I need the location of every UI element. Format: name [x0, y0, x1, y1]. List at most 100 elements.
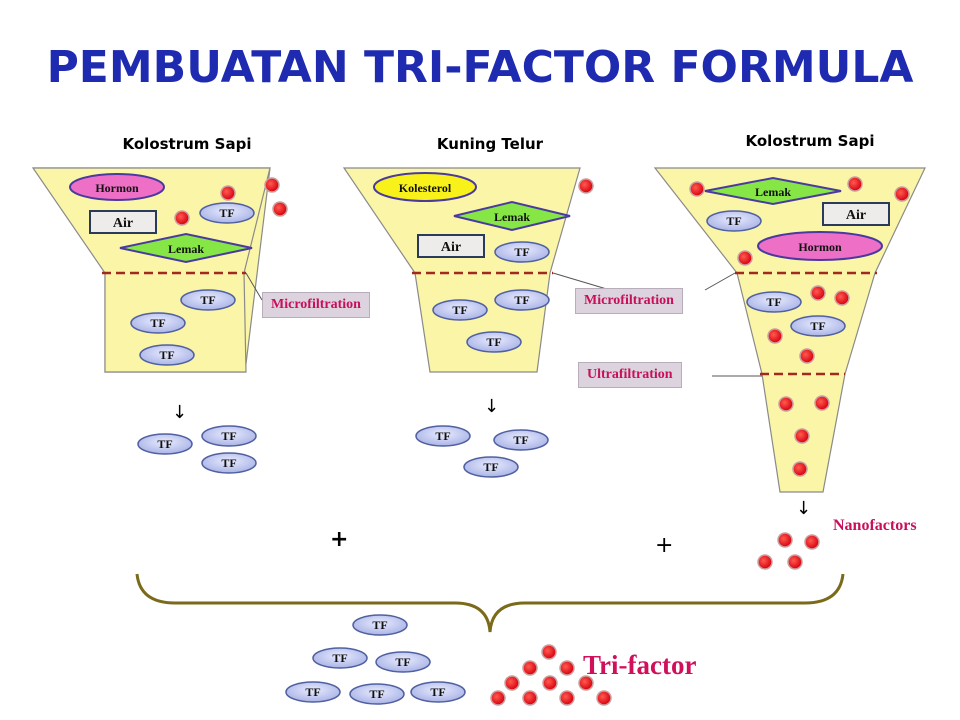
nanofactor-dot: [777, 532, 793, 548]
svg-text:TF: TF: [395, 655, 410, 669]
lemak-diamond-1: Lemak: [119, 232, 253, 264]
svg-text:TF: TF: [305, 685, 320, 699]
column-label-kuning-telur: Kuning Telur: [436, 135, 544, 153]
nanofactor-dot: [264, 177, 280, 193]
tf-molecule: TF: [349, 683, 405, 705]
tf-molecule: TF: [415, 425, 471, 447]
nanofactor-dot: [787, 554, 803, 570]
plus-sign-2: +: [655, 533, 674, 558]
svg-text:TF: TF: [200, 293, 215, 307]
tf-molecule: TF: [375, 651, 431, 673]
tf-molecule: TF: [410, 681, 466, 703]
down-arrow-icon: ↓: [484, 396, 500, 417]
nanofactor-dot: [522, 690, 538, 706]
tf-molecule: TF: [137, 433, 193, 455]
tf-molecule: TF: [746, 291, 802, 313]
tf-molecule: TF: [139, 344, 195, 366]
nanofactor-dots: [174, 176, 910, 706]
nanofactor-dot: [737, 250, 753, 266]
svg-text:TF: TF: [486, 335, 501, 349]
nanofactor-dot: [799, 348, 815, 364]
nanofactor-dot: [559, 660, 575, 676]
microfiltration-label-1: Microfiltration: [262, 292, 370, 318]
svg-text:TF: TF: [483, 460, 498, 474]
nanofactor-dot: [272, 201, 288, 217]
tf-molecule: TF: [466, 331, 522, 353]
svg-text:TF: TF: [150, 316, 165, 330]
svg-text:Lemak: Lemak: [494, 210, 530, 224]
nanofactor-dot: [804, 534, 820, 550]
tf-molecule: TF: [494, 241, 550, 263]
nanofactor-dot: [794, 428, 810, 444]
svg-text:Air: Air: [846, 208, 866, 223]
svg-text:Hormon: Hormon: [95, 181, 139, 195]
svg-text:TF: TF: [372, 618, 387, 632]
nanofactor-dot: [522, 660, 538, 676]
svg-text:TF: TF: [726, 214, 741, 228]
nanofactor-dot: [490, 690, 506, 706]
nanofactor-dot: [778, 396, 794, 412]
air-box-2: Air: [417, 234, 485, 258]
down-arrow-icon: ↓: [172, 402, 188, 423]
svg-text:Lemak: Lemak: [168, 242, 204, 256]
nanofactors-label: Nanofactors: [833, 517, 917, 534]
tf-molecule: TF: [201, 452, 257, 474]
tf-molecule: TF: [180, 289, 236, 311]
svg-text:TF: TF: [332, 651, 347, 665]
tf-molecule: TF: [352, 614, 408, 636]
nanofactor-dot: [689, 181, 705, 197]
tf-molecule: TF: [493, 429, 549, 451]
svg-text:Air: Air: [441, 240, 461, 255]
nanofactor-dot: [757, 554, 773, 570]
lemak-diamond-2: Lemak: [453, 200, 571, 232]
microfiltration-label-2: Microfiltration: [575, 288, 683, 314]
nanofactor-dot: [504, 675, 520, 691]
svg-text:TF: TF: [513, 433, 528, 447]
lemak-diamond-3: Lemak: [704, 176, 842, 206]
svg-text:TF: TF: [430, 685, 445, 699]
svg-text:TF: TF: [766, 295, 781, 309]
svg-text:TF: TF: [219, 206, 234, 220]
nanofactor-dot: [220, 185, 236, 201]
svg-text:TF: TF: [221, 429, 236, 443]
funnel-kolostrum-1: [31, 167, 271, 373]
plus-sign-1: +: [330, 527, 349, 552]
nanofactor-dot: [814, 395, 830, 411]
nanofactor-dot: [834, 290, 850, 306]
curly-brace: [135, 573, 845, 633]
nanofactor-dot: [174, 210, 190, 226]
nanofactor-dot: [792, 461, 808, 477]
svg-text:Kolesterol: Kolesterol: [399, 181, 452, 195]
nanofactor-dot: [578, 178, 594, 194]
nanofactor-dot: [541, 644, 557, 660]
column-label-kolostrum-1: Kolostrum Sapi: [122, 135, 252, 153]
svg-text:TF: TF: [157, 437, 172, 451]
tf-molecule: TF: [463, 456, 519, 478]
svg-text:TF: TF: [514, 293, 529, 307]
column-label-kolostrum-2: Kolostrum Sapi: [745, 132, 875, 150]
nanofactor-dot: [596, 690, 612, 706]
hormon-oval-1: Hormon: [69, 173, 165, 201]
nanofactor-dot: [810, 285, 826, 301]
air-box-1: Air: [89, 210, 157, 234]
tf-molecule: TF: [285, 681, 341, 703]
nanofactor-dot: [894, 186, 910, 202]
tf-molecule: TF: [706, 210, 762, 232]
page-title: PEMBUATAN TRI-FACTOR FORMULA: [46, 42, 914, 93]
tf-molecule: TF: [432, 299, 488, 321]
tri-factor-label: Tri-factor: [583, 650, 697, 680]
tf-molecule: TF: [312, 647, 368, 669]
tf-molecule: TF: [201, 425, 257, 447]
svg-text:TF: TF: [221, 456, 236, 470]
hormon-oval-2: Hormon: [757, 231, 883, 261]
svg-text:TF: TF: [514, 245, 529, 259]
nanofactor-dot: [578, 675, 594, 691]
svg-text:TF: TF: [810, 319, 825, 333]
tf-molecule: TF: [130, 312, 186, 334]
svg-text:Hormon: Hormon: [798, 240, 842, 254]
nanofactor-dot: [559, 690, 575, 706]
tf-molecule: TF: [790, 315, 846, 337]
tf-molecules: TF TF TF TF TF TF TF TF TF TF TF TF TF TF TF TF TF TF TF TF…: [130, 202, 846, 705]
svg-text:TF: TF: [435, 429, 450, 443]
